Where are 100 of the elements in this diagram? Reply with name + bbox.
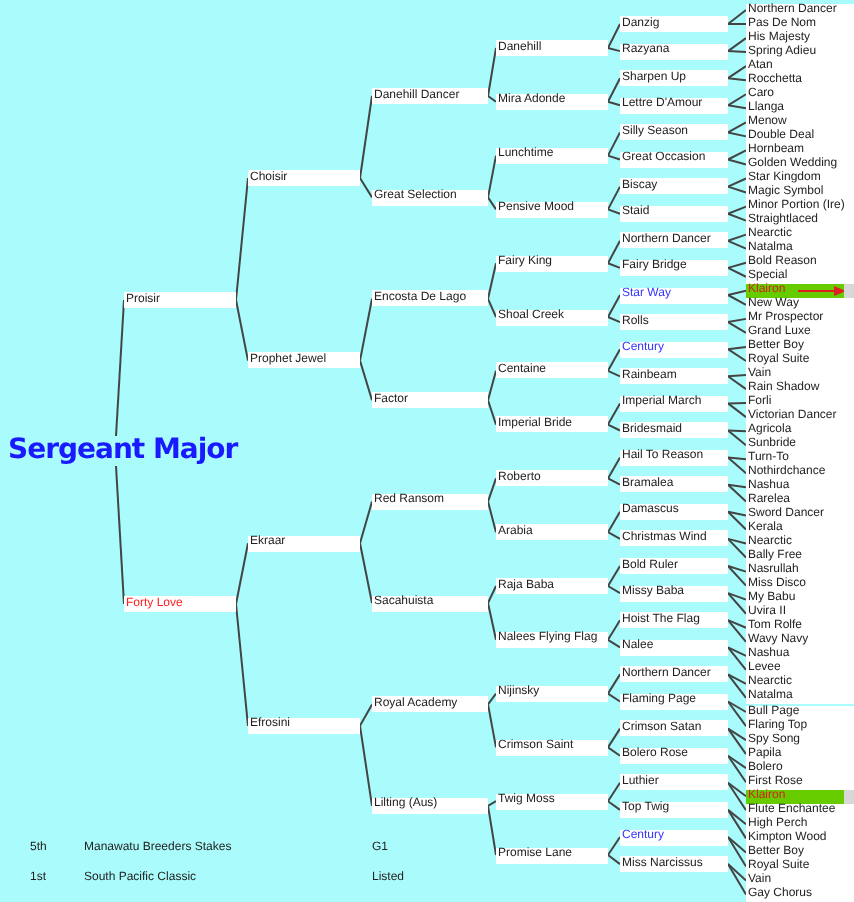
name-box xyxy=(620,856,728,873)
name-box xyxy=(746,3,854,17)
pedigree-line xyxy=(727,754,747,784)
pedigree-line xyxy=(727,121,747,134)
pedigree-line xyxy=(607,47,621,53)
pedigree-line xyxy=(727,23,747,26)
pedigree-line xyxy=(607,692,621,703)
name-box xyxy=(746,705,854,719)
pedigree-line xyxy=(359,724,373,807)
pedigree-line xyxy=(727,565,747,587)
pedigree-line xyxy=(727,375,747,391)
pedigree-line xyxy=(607,348,621,372)
pedigree-line xyxy=(607,100,621,107)
pedigree-line xyxy=(487,703,497,749)
pedigree-line xyxy=(727,592,747,601)
pedigree-line xyxy=(359,500,373,545)
name-box xyxy=(620,422,728,439)
pedigree-line xyxy=(727,537,747,559)
pedigree-line xyxy=(487,95,497,103)
pedigree-line xyxy=(727,131,747,138)
pedigree-line xyxy=(727,374,747,378)
name-box xyxy=(620,151,728,168)
pedigree-line xyxy=(727,233,747,242)
pedigree-line xyxy=(607,854,621,866)
name-box xyxy=(496,201,608,218)
pedigree-line xyxy=(607,565,621,587)
pedigree-line xyxy=(727,700,747,728)
pedigree-line xyxy=(727,727,747,742)
pedigree-line xyxy=(727,239,747,250)
pedigree-line xyxy=(115,299,125,437)
pedigree-line xyxy=(727,565,747,573)
pedigree-line xyxy=(487,500,497,534)
pedigree-line xyxy=(607,746,621,757)
name-box xyxy=(372,88,488,104)
pedigree-line xyxy=(727,266,747,278)
pedigree-line xyxy=(727,289,747,296)
name-box xyxy=(620,232,728,249)
pedigree-line xyxy=(727,456,747,461)
pedigree-line xyxy=(359,542,373,604)
pedigree-line xyxy=(727,104,747,110)
pedigree-line xyxy=(607,585,621,595)
name-box xyxy=(620,341,728,358)
pedigree-line xyxy=(607,185,621,211)
name-box xyxy=(496,362,608,379)
pedigree-line xyxy=(727,185,747,194)
pedigree-line xyxy=(359,177,373,199)
pedigree-line xyxy=(727,149,747,161)
name-box xyxy=(372,392,488,409)
pedigree-line xyxy=(727,808,747,840)
name-box xyxy=(496,255,608,272)
pedigree-line xyxy=(487,477,497,503)
pedigree-line xyxy=(359,297,373,362)
pedigree-line xyxy=(727,50,747,54)
name-box xyxy=(372,696,488,713)
pedigree-line xyxy=(487,47,497,97)
pedigree-line xyxy=(727,510,747,531)
pedigree-line xyxy=(359,95,373,179)
pedigree-line xyxy=(727,77,747,82)
name-box xyxy=(620,503,728,520)
name-box xyxy=(496,147,608,164)
pedigree-line xyxy=(235,177,249,301)
pedigree-line xyxy=(487,297,497,318)
pedigree-line xyxy=(727,65,747,80)
pedigree-line xyxy=(607,369,621,378)
pedigree-line xyxy=(727,177,747,188)
pedigree-line xyxy=(727,727,747,756)
pedigree-line xyxy=(727,781,747,812)
pedigree-line xyxy=(607,208,621,215)
pedigree-line xyxy=(727,646,747,671)
pedigree-line xyxy=(727,808,747,826)
pedigree-line xyxy=(727,836,747,868)
pedigree-line xyxy=(727,317,747,324)
name-box xyxy=(620,395,728,412)
pedigree-line xyxy=(487,262,497,300)
name-box xyxy=(496,470,608,487)
pedigree-line xyxy=(727,673,747,699)
name-box xyxy=(620,97,728,114)
pedigree-line xyxy=(727,510,747,517)
pedigree-line xyxy=(607,131,621,157)
pedigree-line xyxy=(727,836,747,854)
pedigree-line xyxy=(727,93,747,107)
pedigree-line xyxy=(727,348,747,362)
pedigree-line xyxy=(727,673,747,685)
pedigree-line xyxy=(487,692,497,706)
pedigree-line xyxy=(727,402,747,405)
name-box xyxy=(372,595,488,611)
name-box xyxy=(124,596,236,612)
name-box xyxy=(620,747,728,764)
pedigree-line xyxy=(487,602,497,641)
pedigree-line xyxy=(727,619,747,629)
pedigree-line xyxy=(727,158,747,166)
name-box xyxy=(620,774,728,791)
name-box xyxy=(124,292,236,308)
name-box xyxy=(248,535,360,552)
name-box xyxy=(620,612,728,629)
pedigree-line xyxy=(607,836,621,856)
name-box xyxy=(620,666,728,683)
name-box xyxy=(496,309,608,325)
pedigree-line xyxy=(727,429,747,447)
name-box xyxy=(620,287,728,303)
